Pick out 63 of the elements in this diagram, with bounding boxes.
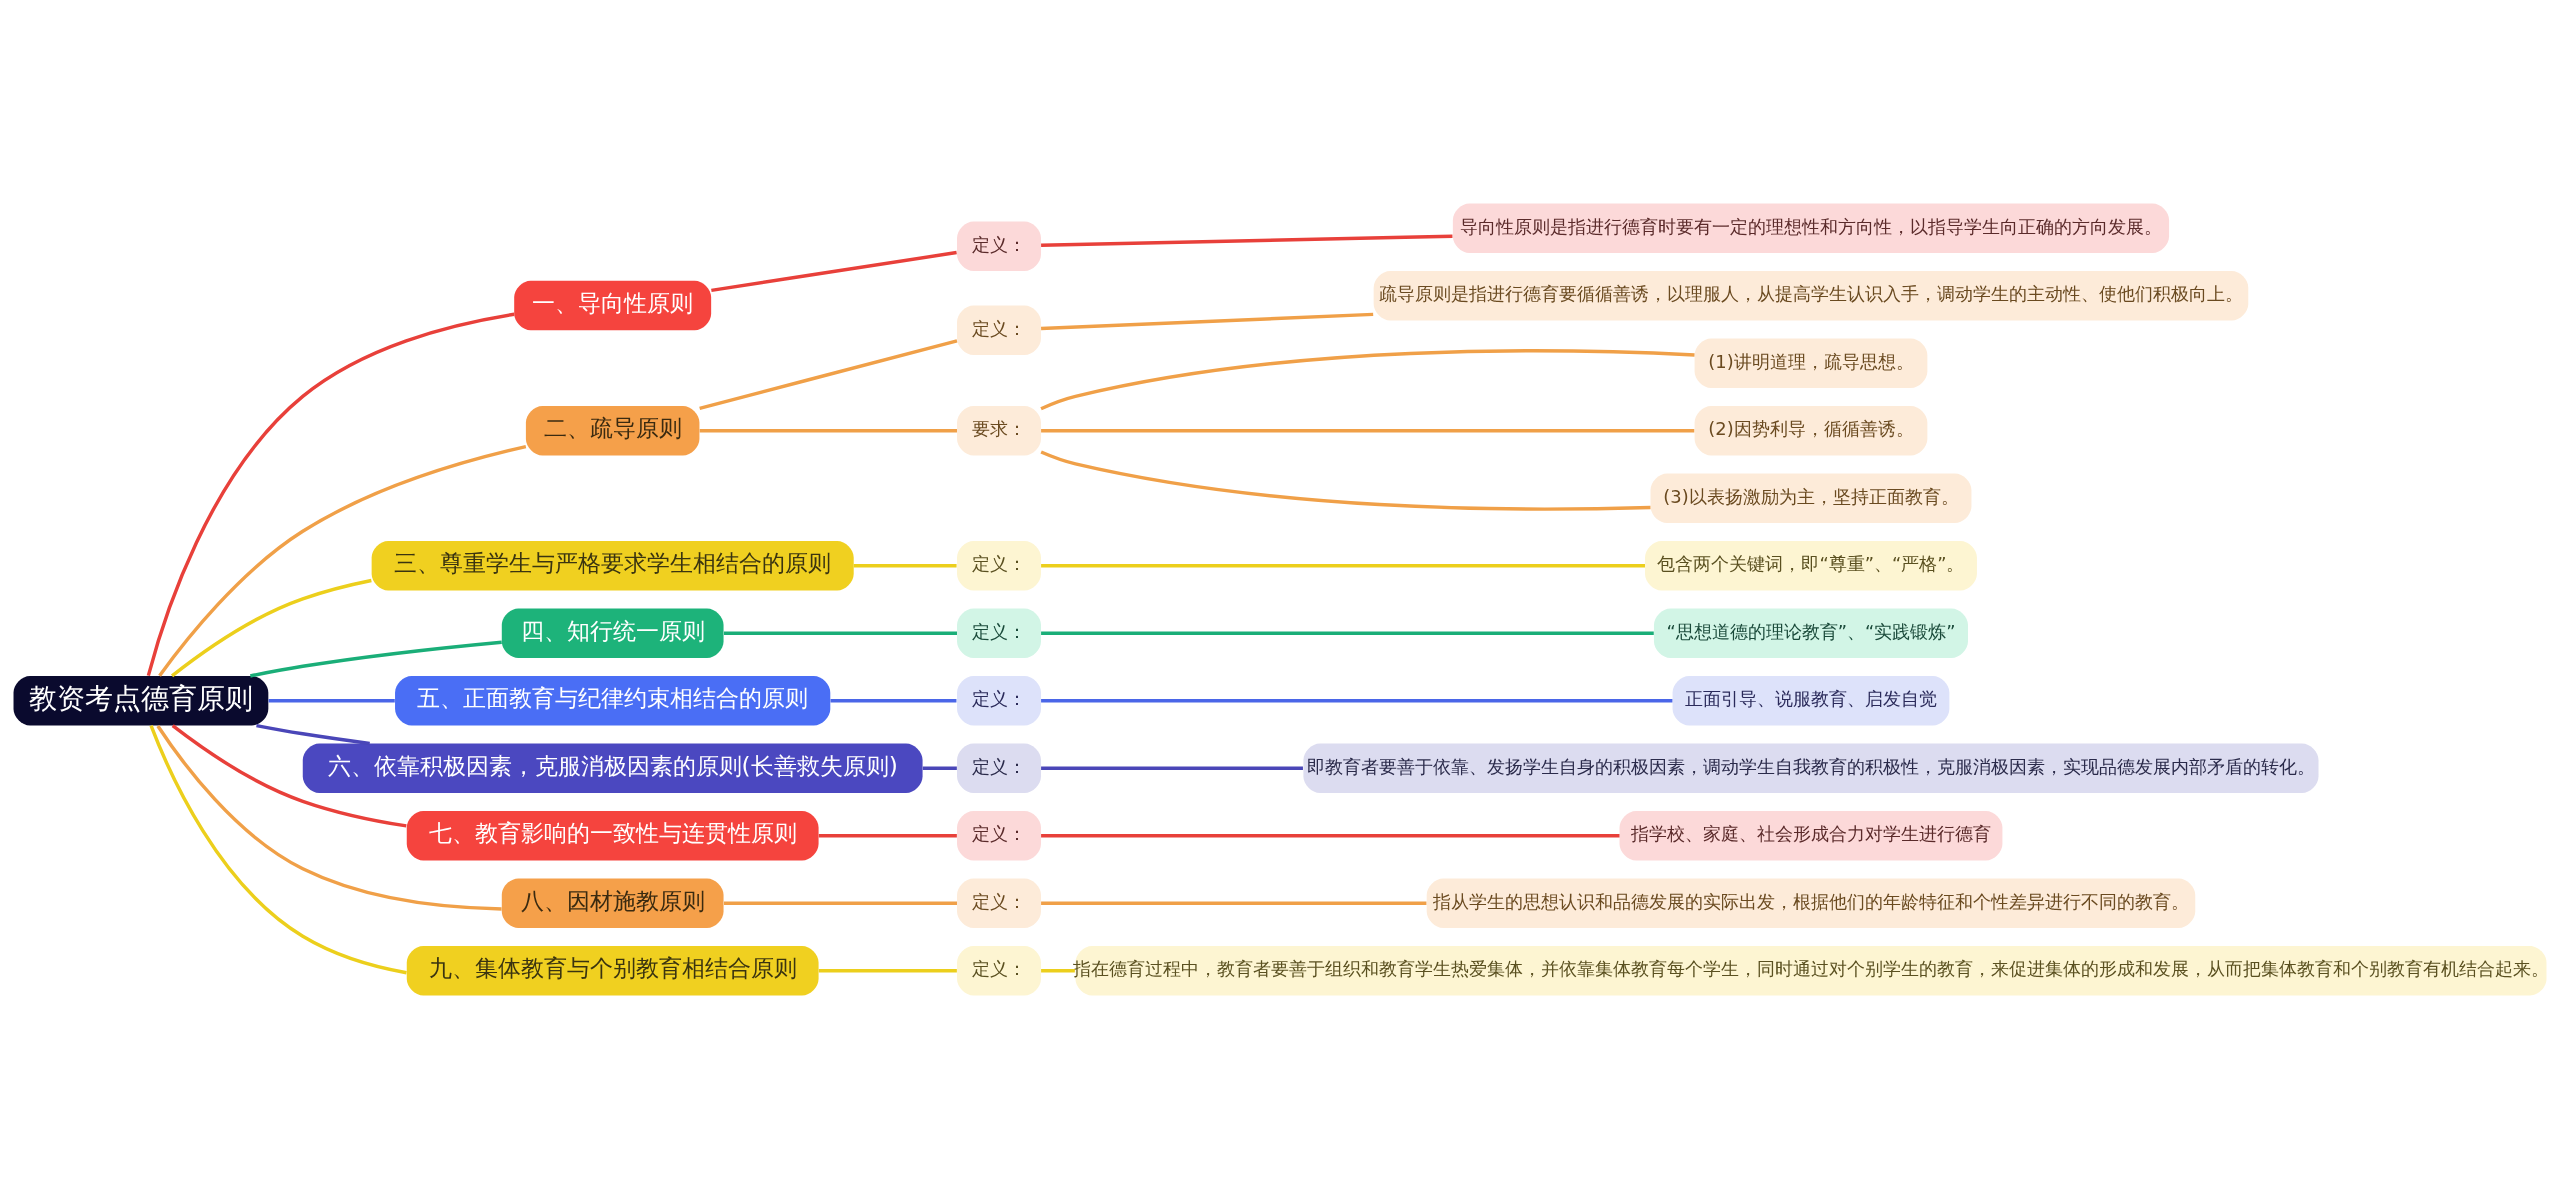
node-box: 定义： — [957, 305, 1042, 355]
connector — [1041, 234, 1453, 248]
connector — [256, 723, 370, 746]
node-box: 七、教育影响的一致性与连贯性原则 — [406, 810, 819, 861]
node-box: “思想道德的理论教育”、“实践锻炼” — [1653, 608, 1968, 659]
connector — [171, 578, 372, 678]
node-box: 指在德育过程中，教育者要善于组织和教育学生热爱集体，并依靠集体教育每个学生，同时通过对个别学生的教育，来促进集体的形成和发展，从而把集体教育和个别教育有机结合起来。 — [1075, 945, 2547, 996]
node-box: (1)讲明道理，疏导思想。 — [1694, 338, 1928, 389]
connector — [699, 339, 958, 410]
connector — [818, 969, 957, 973]
node-box: 定义： — [957, 743, 1042, 793]
connector — [922, 766, 957, 770]
connector — [1041, 834, 1620, 838]
connector — [250, 640, 502, 678]
connector — [149, 725, 407, 975]
node-box: 指学校、家庭、社会形成合力对学生进行德育 — [1619, 810, 2003, 861]
node-box: 五、正面教育与纪律约束相结合的原则 — [395, 675, 831, 726]
connector — [1041, 901, 1427, 905]
connector — [158, 444, 527, 677]
connector — [723, 631, 957, 635]
connector — [853, 564, 957, 568]
node-box: 疏导原则是指进行德育要循循善诱，以理服人，从提高学生认识入手，调动学生的主动性、使他们积极向上。 — [1373, 271, 2249, 321]
node-box: 八、因材施教原则 — [501, 878, 724, 928]
connector — [1041, 699, 1673, 703]
connector — [146, 312, 515, 677]
node-box: 包含两个关键词，即“尊重”、“严格”。 — [1645, 540, 1977, 591]
connector — [830, 699, 957, 703]
node-box: 定义： — [957, 945, 1042, 996]
connector — [156, 725, 502, 911]
connector — [1041, 429, 1695, 433]
connector — [1040, 349, 1695, 411]
node-box: 一、导向性原则 — [514, 280, 712, 331]
node-box: 教资考点德育原则 — [13, 675, 269, 726]
node-box: 四、知行统一原则 — [501, 608, 724, 659]
connector — [1041, 631, 1654, 635]
node-box: 定义： — [957, 675, 1042, 726]
connector — [1041, 564, 1645, 568]
node-box: 二、疏导原则 — [525, 406, 700, 456]
node-box: 定义： — [957, 810, 1042, 861]
node-box: 导向性原则是指进行德育时要有一定的理想性和方向性，以指导学生向正确的方向发展。 — [1452, 203, 2170, 254]
connector — [711, 250, 957, 293]
node-box: 指从学生的思想认识和品德发展的实际出发，根据他们的年龄特征和个性差异进行不同的教育。 — [1426, 878, 2196, 928]
node-box: 要求： — [957, 406, 1042, 456]
connector — [268, 699, 395, 703]
connector — [818, 834, 957, 838]
connector — [699, 429, 957, 433]
node-box: 即教育者要善于依靠、发扬学生自身的积极因素，调动学生自我教育的积极性，克服消极因素，实现品德发展内部矛盾的转化。 — [1303, 743, 2319, 793]
connector — [1041, 766, 1303, 770]
connector — [171, 724, 407, 828]
node-box: 正面引导、说服教育、启发自觉 — [1672, 675, 1950, 726]
node-box: 九、集体教育与个别教育相结合原则 — [406, 945, 819, 996]
node-box: 定义： — [957, 608, 1042, 659]
node-box: 定义： — [957, 221, 1042, 271]
connector — [1041, 312, 1374, 331]
node-box: 定义： — [957, 540, 1042, 591]
connector — [723, 901, 957, 905]
node-box: 六、依靠积极因素，克服消极因素的原则(长善救失原则) — [302, 743, 923, 793]
node-box: 三、尊重学生与严格要求学生相结合的原则 — [371, 540, 854, 591]
node-box: (3)以表扬激励为主，坚持正面教育。 — [1650, 473, 1972, 524]
node-box: 定义： — [957, 878, 1042, 928]
node-box: (2)因势利导，循循善诱。 — [1694, 406, 1928, 456]
connector — [1041, 969, 1075, 973]
connector — [1040, 450, 1651, 511]
